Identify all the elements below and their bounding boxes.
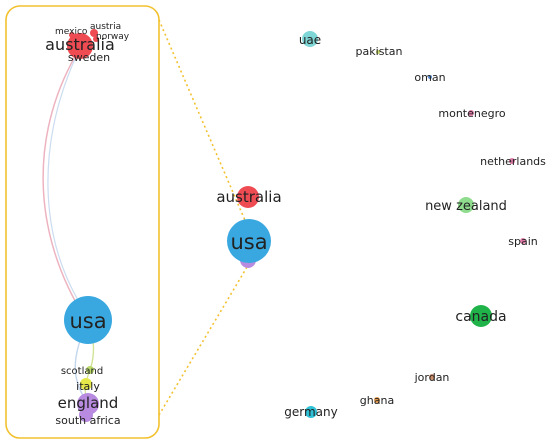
inset-label-australia: australia <box>45 35 115 54</box>
network-labels: uae pakistan oman montenegro netherlands… <box>216 33 546 419</box>
label-spain: spain <box>508 235 538 248</box>
inset-edge-australia-usa <box>42 47 86 319</box>
label-montenegro: montenegro <box>438 107 506 120</box>
node-pakistan <box>376 50 380 54</box>
inset-node-scotland <box>86 366 94 374</box>
inset-highlight-box <box>5 5 160 439</box>
label-canada: canada <box>455 309 506 325</box>
inset-node-usa <box>64 296 112 344</box>
node-australia <box>237 186 259 208</box>
inset-node-mexico <box>69 32 75 38</box>
node-usa <box>227 219 271 263</box>
node-jordan <box>429 374 435 380</box>
node-uae <box>302 31 318 47</box>
inset-label-england: england <box>58 394 119 412</box>
inset-edges <box>42 47 95 405</box>
label-australia: australia <box>216 188 281 206</box>
node-montenegro <box>468 110 474 116</box>
inset-nodes <box>64 29 112 422</box>
label-jordan: jordan <box>414 371 450 384</box>
node-netherlands <box>509 158 515 164</box>
label-germany: germany <box>284 405 337 419</box>
label-oman: oman <box>414 71 445 84</box>
inset-label-scotland: scotland <box>61 366 103 377</box>
inset-node-austria <box>90 29 98 37</box>
inset-label-usa: usa <box>69 309 106 333</box>
inset-label-norway: norway <box>96 32 130 42</box>
label-netherlands: netherlands <box>480 155 546 168</box>
inset-edge-australia-usa-2 <box>47 47 89 317</box>
inset-label-italy: italy <box>76 380 100 393</box>
node-oman <box>428 75 432 79</box>
inset-node-south-africa <box>79 408 93 422</box>
node-spain <box>520 238 526 244</box>
node-ghana <box>374 397 380 403</box>
inset-label-austria: austria <box>90 22 121 32</box>
node-new-zealand <box>458 197 474 213</box>
inset-node-norway <box>93 36 99 42</box>
inset-labels: mexico austria norway australia sweden u… <box>45 22 130 427</box>
inset-node-italy <box>80 378 92 390</box>
label-ghana: ghana <box>360 394 394 407</box>
label-uae: uae <box>299 33 321 47</box>
label-pakistan: pakistan <box>356 45 403 58</box>
inset-node-australia <box>67 33 93 59</box>
label-usa: usa <box>230 230 267 254</box>
label-new-zealand: new zealand <box>425 199 507 214</box>
zoom-connector-top <box>158 19 251 233</box>
inset-label-mexico: mexico <box>55 27 88 37</box>
network-nodes <box>227 31 526 418</box>
zoom-connector-bottom <box>158 261 251 416</box>
inset-label-sweden: sweden <box>68 51 110 64</box>
node-canada <box>470 305 492 327</box>
inset-label-south-africa: south africa <box>55 414 120 427</box>
node-germany <box>305 406 317 418</box>
